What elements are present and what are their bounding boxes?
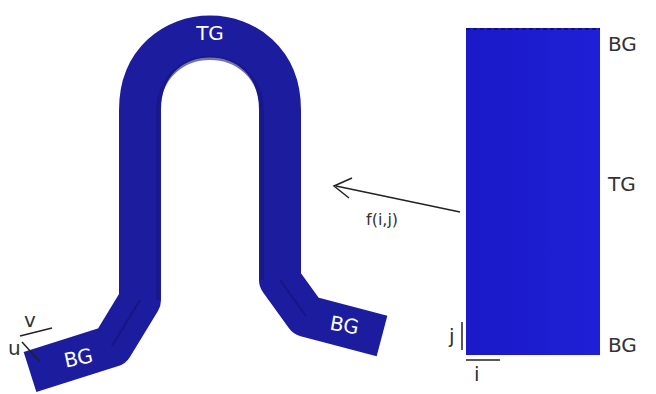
axis-label: u: [8, 338, 21, 358]
axis-label: v: [24, 310, 36, 330]
edge-line: [466, 28, 600, 30]
region-label: BG: [608, 335, 637, 355]
axis-line: [466, 359, 500, 361]
region-label: TG: [608, 174, 636, 194]
region-label: TG: [196, 23, 224, 43]
strip-surface: [30, 37, 382, 373]
fold-line: [112, 280, 306, 346]
axis-label: i: [474, 364, 480, 384]
parameter-domain: [466, 28, 600, 355]
mapping-arrow: [336, 186, 460, 212]
region-label: BG: [62, 345, 94, 371]
region-label: BG: [608, 34, 637, 54]
arrow-head: [334, 178, 352, 198]
region-label: BG: [328, 313, 360, 338]
axis-line: [22, 342, 40, 362]
axis-label: j: [449, 326, 455, 346]
strip-shading: [158, 58, 262, 300]
axis-line: [461, 322, 463, 350]
mapping-label: f(i,j): [366, 212, 398, 228]
